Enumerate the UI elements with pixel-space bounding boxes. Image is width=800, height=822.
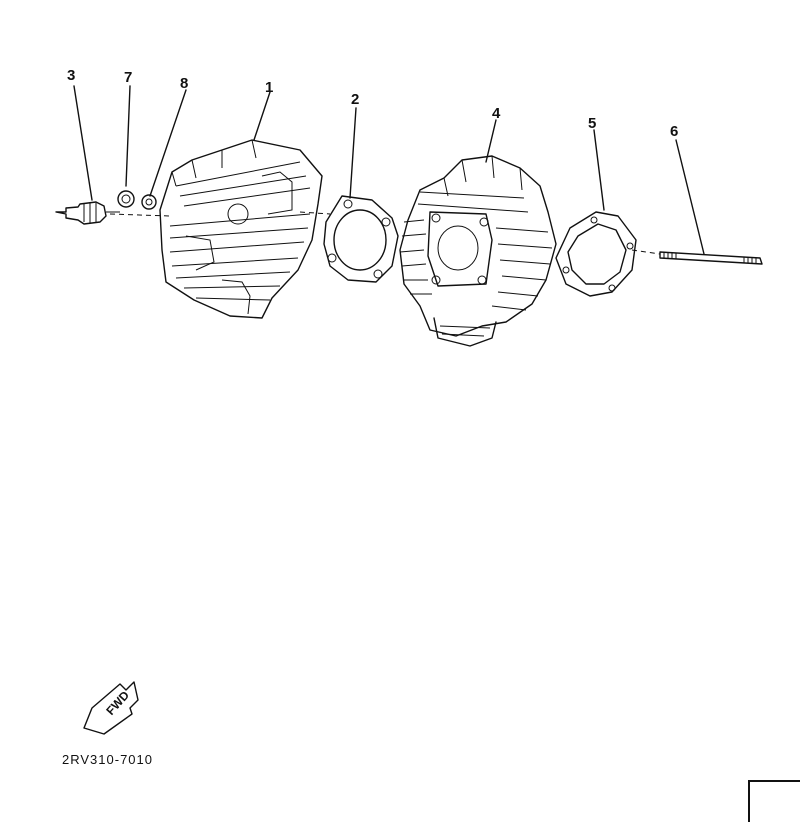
fwd-arrow-icon: [83, 681, 139, 735]
part-label-3: 3: [67, 67, 76, 84]
part-label-8: 8: [180, 75, 189, 92]
part-label-7: 7: [124, 69, 133, 86]
part-label-5: 5: [588, 115, 597, 132]
nut-shape: [117, 190, 135, 208]
drawing-code: 2RV310-7010: [62, 752, 153, 767]
washer-shape: [141, 194, 157, 210]
part-label-4: 4: [492, 105, 501, 122]
exploded-parts-diagram: [55, 85, 763, 735]
head-gasket-shape: [323, 195, 399, 283]
cylinder-shape: [399, 155, 557, 347]
leader-lines: [73, 85, 705, 255]
part-label-1: 1: [265, 79, 274, 96]
spark-plug-shape: [55, 201, 120, 225]
cylinder-head-shape: [159, 139, 323, 319]
center-line: [109, 211, 661, 255]
part-label-6: 6: [670, 123, 679, 140]
corner-frame-mark: [748, 780, 800, 822]
cylinder-gasket-shape: [555, 211, 637, 297]
stud-bolt-shape: [659, 251, 763, 265]
part-label-2: 2: [351, 91, 360, 108]
